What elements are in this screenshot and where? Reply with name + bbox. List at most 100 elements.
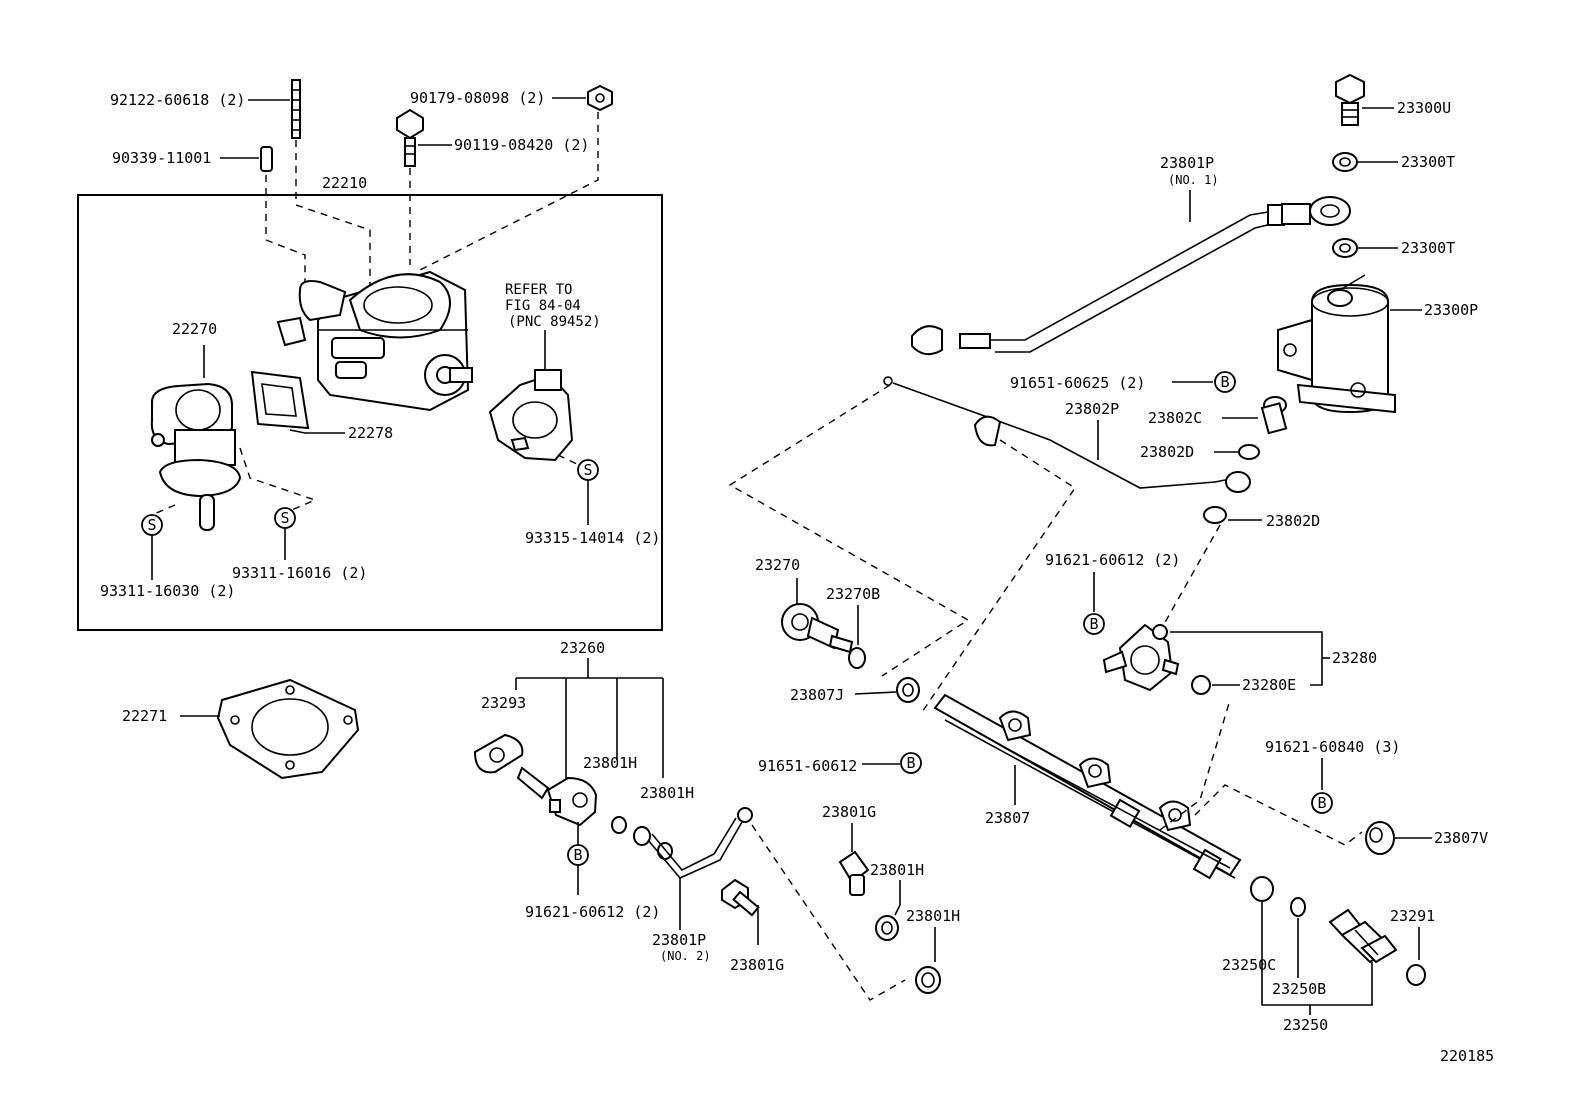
pulsation-damper-23270[interactable]	[781, 603, 854, 654]
fuel-filter-23300P[interactable]	[1277, 274, 1396, 414]
label-23250B: 23250B	[1272, 980, 1326, 998]
label-23801P-no1-sub: (NO. 1)	[1168, 173, 1219, 187]
label-23293: 23293	[481, 694, 526, 712]
insulator-23250C[interactable]	[1250, 876, 1274, 902]
fuel-pipe-23802P[interactable]	[883, 376, 1251, 493]
label-23802C: 23802C	[1148, 409, 1202, 427]
s-badge-2: S	[274, 507, 296, 529]
b-badge-5: B	[1311, 792, 1333, 814]
label-23801H-b: 23801H	[640, 784, 694, 802]
refer-note-line-1: REFER TO	[505, 282, 572, 298]
label-23250: 23250	[1283, 1016, 1328, 1034]
gasket-23802D-b[interactable]	[1203, 506, 1227, 524]
label-23802D-a: 23802D	[1140, 443, 1194, 461]
fuel-pipe-23801P-no2[interactable]	[633, 807, 753, 879]
gasket-22278[interactable]	[250, 370, 310, 430]
label-23270B: 23270B	[826, 585, 880, 603]
grommet-23291[interactable]	[1406, 964, 1426, 986]
svg-text:B: B	[906, 754, 915, 772]
label-23250C: 23250C	[1222, 956, 1276, 974]
label-90339-11001: 90339-11001	[112, 149, 211, 167]
throttle-position-sensor[interactable]	[488, 369, 574, 462]
label-23300T-a: 23300T	[1401, 153, 1455, 171]
figure-number: 220185	[1440, 1047, 1494, 1065]
label-23802P: 23802P	[1065, 400, 1119, 418]
union-23802C[interactable]	[1260, 396, 1288, 435]
label-22271: 22271	[122, 707, 167, 725]
label-92122-60618: 92122-60618 (2)	[110, 91, 245, 109]
s-badge-1: S	[141, 514, 163, 536]
union-bolt-23801G-b[interactable]	[838, 850, 870, 896]
label-23270: 23270	[755, 556, 800, 574]
o-ring-23250B[interactable]	[1290, 897, 1306, 917]
gasket-23801H-a[interactable]	[611, 816, 627, 834]
label-91651-60625: 91651-60625 (2)	[1010, 374, 1145, 392]
fuel-pipe-23801P-no1[interactable]	[911, 196, 1351, 356]
label-90119-08420: 90119-08420 (2)	[454, 136, 589, 154]
svg-text:B: B	[1317, 794, 1326, 812]
label-91621-60612-mid: 91621-60612 (2)	[1045, 551, 1180, 569]
label-90179-08098: 90179-08098 (2)	[410, 89, 545, 107]
gasket-22271[interactable]	[216, 678, 360, 780]
gasket-23300T-a[interactable]	[1332, 152, 1358, 172]
stud-bolt-92122[interactable]	[291, 79, 301, 139]
svg-text:S: S	[147, 516, 156, 534]
label-23801G-a: 23801G	[822, 803, 876, 821]
label-23280E: 23280E	[1242, 676, 1296, 694]
union-bolt-23300U[interactable]	[1335, 73, 1365, 126]
gasket-23801H-c[interactable]	[875, 915, 899, 941]
b-badge-1: B	[567, 844, 589, 866]
label-23300U: 23300U	[1397, 99, 1451, 117]
bolt-90119[interactable]	[396, 108, 424, 167]
o-ring-23280E[interactable]	[1191, 675, 1211, 695]
label-23801P-no2: 23801P	[652, 931, 706, 949]
refer-note-line-3: (PNC 89452)	[508, 314, 601, 330]
refer-note-line-2: FIG 84-04	[505, 298, 581, 314]
label-23807J: 23807J	[790, 686, 844, 704]
label-93311-16030: 93311-16030 (2)	[100, 582, 235, 600]
svg-text:S: S	[280, 509, 289, 527]
label-23801P-no1: 23801P	[1160, 154, 1214, 172]
pulsation-damper-23260[interactable]	[516, 766, 598, 827]
label-22278: 22278	[348, 424, 393, 442]
label-23807V: 23807V	[1434, 829, 1488, 847]
throttle-body-group-box	[77, 194, 663, 631]
label-91621-60612-left: 91621-60612 (2)	[525, 903, 660, 921]
label-23801H-c: 23801H	[870, 861, 924, 879]
pressure-regulator-23280[interactable]	[1102, 623, 1180, 692]
label-91621-60840: 91621-60840 (3)	[1265, 738, 1400, 756]
gasket-23801H-d[interactable]	[915, 966, 941, 994]
collar-23807V[interactable]	[1365, 821, 1395, 855]
svg-text:B: B	[1220, 373, 1229, 391]
label-23300P: 23300P	[1424, 301, 1478, 319]
union-bolt-23801G-a[interactable]	[721, 878, 760, 917]
throttle-body[interactable]	[276, 270, 473, 412]
b-badge-4: B	[1083, 613, 1105, 635]
nut-90179[interactable]	[587, 84, 613, 112]
label-23300T-b: 23300T	[1401, 239, 1455, 257]
label-23260: 23260	[560, 639, 605, 657]
label-23802D-b: 23802D	[1266, 512, 1320, 530]
fuel-injector-23250[interactable]	[1328, 908, 1398, 964]
gasket-23293[interactable]	[473, 733, 524, 774]
label-23291: 23291	[1390, 907, 1435, 925]
b-badge-2: B	[900, 752, 922, 774]
label-22270: 22270	[172, 320, 217, 338]
label-23801H-d: 23801H	[906, 907, 960, 925]
label-23280: 23280	[1332, 649, 1377, 667]
s-badge-3: S	[577, 459, 599, 481]
insulator-23807J[interactable]	[896, 677, 920, 703]
gasket-23300T-b[interactable]	[1332, 238, 1358, 258]
gasket-23802D-a[interactable]	[1238, 444, 1260, 460]
idle-air-control-valve-22270[interactable]	[150, 382, 242, 531]
svg-text:S: S	[583, 461, 592, 479]
pin-90339[interactable]	[260, 146, 273, 172]
b-badge-3: B	[1214, 371, 1236, 393]
label-23801P-no2-sub: (NO. 2)	[660, 949, 711, 963]
svg-text:B: B	[573, 846, 582, 864]
label-91651-60612: 91651-60612	[758, 757, 857, 775]
gasket-23270B[interactable]	[848, 647, 866, 669]
label-23807: 23807	[985, 809, 1030, 827]
delivery-pipe-23807[interactable]	[933, 693, 1242, 880]
